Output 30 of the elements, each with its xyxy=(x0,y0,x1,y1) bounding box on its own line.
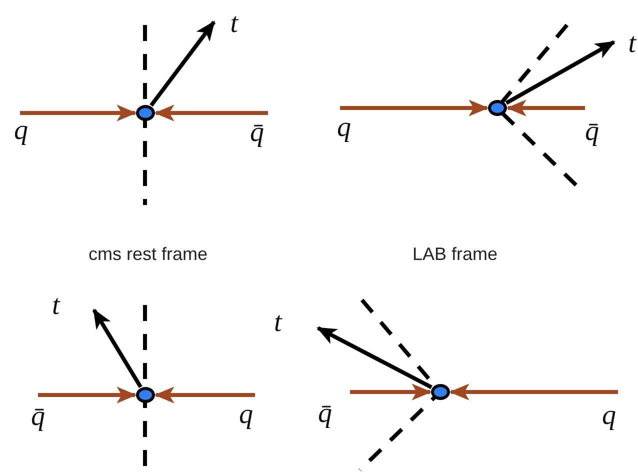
arrow xyxy=(150,20,216,107)
particle-label: q̄ xyxy=(244,113,270,147)
arrow xyxy=(38,386,137,404)
vertex-dot xyxy=(488,100,507,116)
arrow xyxy=(20,104,137,122)
arrow xyxy=(316,326,432,390)
particle-label: q̄ xyxy=(26,395,50,431)
frame-caption: LAB frame xyxy=(412,244,498,265)
particle-label: t xyxy=(614,26,636,58)
particle-label: t xyxy=(214,6,238,38)
arrow xyxy=(340,100,489,116)
arrow xyxy=(92,308,142,388)
arrow xyxy=(154,386,255,404)
arrow xyxy=(505,40,616,105)
particle-label: t xyxy=(52,288,94,320)
vertex-dot xyxy=(431,384,450,400)
arrow xyxy=(350,384,432,400)
particle-label: q xyxy=(598,392,620,430)
arrow xyxy=(506,100,585,116)
frame-caption: cms rest frame xyxy=(88,244,208,265)
arrow xyxy=(154,104,268,122)
particle-label: q xyxy=(235,395,257,429)
arrow xyxy=(449,384,618,400)
particle-label: t xyxy=(274,305,318,337)
particle-label: q̄ xyxy=(318,392,350,428)
particle-label: q̄ xyxy=(580,108,604,146)
particle-label: q xyxy=(10,113,32,145)
vertex-dot xyxy=(136,105,155,121)
particle-label: q xyxy=(333,108,355,142)
vertex-dot xyxy=(136,387,155,403)
